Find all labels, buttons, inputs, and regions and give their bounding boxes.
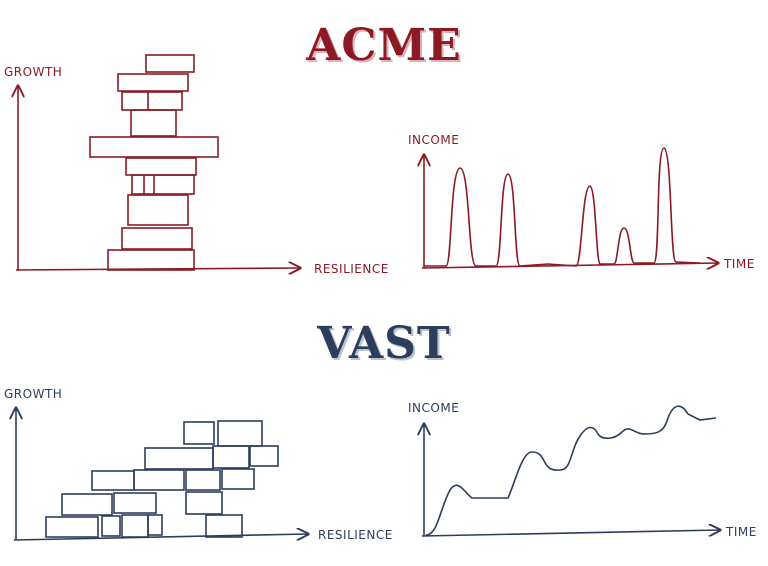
vast-block xyxy=(45,516,99,538)
vast-income-y-label: INCOME xyxy=(408,401,459,415)
vast-block xyxy=(121,514,149,538)
acme-block-tower xyxy=(89,54,219,271)
vast-block xyxy=(144,447,214,470)
acme-growth-x-label: RESILIENCE xyxy=(314,262,389,276)
vast-income-x-axis xyxy=(421,530,720,537)
vast-growth-y-label: GROWTH xyxy=(4,387,62,401)
vast-block xyxy=(183,421,215,445)
vast-block xyxy=(185,469,221,491)
acme-income-chart xyxy=(422,147,718,268)
acme-block xyxy=(131,174,195,195)
acme-growth-x-axis xyxy=(15,268,300,270)
acme-block xyxy=(125,157,197,176)
vast-block xyxy=(147,514,163,536)
vast-block xyxy=(91,470,135,491)
acme-income-line xyxy=(424,147,701,267)
vast-block xyxy=(185,491,223,515)
vast-block-wall xyxy=(45,420,279,538)
vast-block xyxy=(205,514,243,538)
acme-block xyxy=(127,194,189,226)
acme-block xyxy=(121,91,183,111)
vast-block xyxy=(221,468,255,490)
acme-block xyxy=(121,227,193,250)
acme-growth-chart xyxy=(15,54,300,271)
vast-block xyxy=(212,445,250,469)
acme-block xyxy=(130,109,177,137)
vast-title: VAST xyxy=(317,318,451,369)
acme-block xyxy=(89,136,219,158)
vast-growth-x-label: RESILIENCE xyxy=(318,528,393,542)
acme-block xyxy=(145,54,195,73)
vast-income-line xyxy=(425,405,717,536)
vast-growth-x-axis xyxy=(13,534,308,541)
vast-income-chart xyxy=(421,405,720,537)
acme-block xyxy=(107,249,195,271)
vast-block xyxy=(249,445,279,467)
vast-block xyxy=(101,515,121,537)
acme-income-y-label: INCOME xyxy=(408,133,459,147)
acme-income-x-label: TIME xyxy=(723,257,755,271)
vast-block xyxy=(217,420,263,447)
acme-block xyxy=(117,73,189,92)
vast-block xyxy=(61,493,113,516)
vast-income-x-label: TIME xyxy=(725,525,757,539)
vast-growth-chart xyxy=(13,408,308,541)
vast-block xyxy=(113,492,157,514)
acme-title: ACME xyxy=(306,20,462,71)
vast-block xyxy=(133,469,185,491)
acme-growth-y-label: GROWTH xyxy=(4,65,62,79)
